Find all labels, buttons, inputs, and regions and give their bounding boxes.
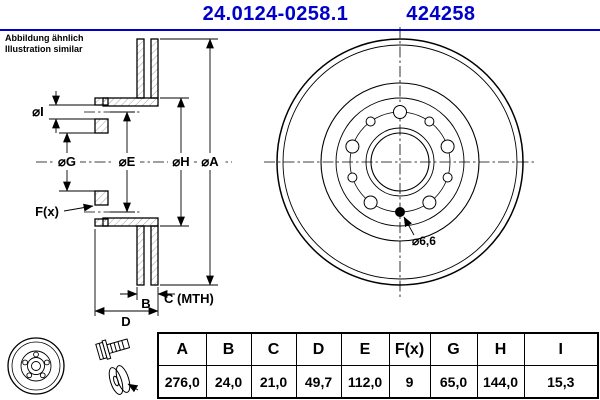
spec-header-h: H: [476, 332, 525, 366]
dim-label-f: F(x): [35, 204, 59, 219]
spec-value-g: 65,0: [429, 365, 478, 399]
dim-label-e: ⌀E: [119, 154, 136, 169]
note-line-en: Illustration similar: [5, 44, 83, 55]
dimension-labels: ⌀G ⌀E ⌀H ⌀A ⌀I F(x) B C (MTH) D: [25, 103, 223, 329]
spec-header-i: I: [523, 332, 599, 366]
header: 24.0124-0258.1 424258: [0, 0, 600, 29]
spec-value-b: 24,0: [205, 365, 252, 399]
reference-number: 424258: [406, 3, 476, 25]
disc-circles: [276, 38, 524, 286]
locating-holes: [347, 116, 453, 217]
spec-header-a: A: [157, 332, 207, 366]
mounting-bolt-icon: [95, 338, 131, 361]
brake-disc-icon: [7, 337, 65, 395]
screw-hole-callout: ⌀6,6: [412, 234, 436, 248]
screw-hole: [395, 207, 405, 217]
spec-value-f: 9: [388, 365, 431, 399]
lug-holes: [345, 105, 455, 210]
screw-hole-leader: [403, 216, 415, 236]
dimension-lines: [49, 38, 218, 316]
dim-label-h: ⌀H: [172, 154, 189, 169]
section-view: [36, 38, 232, 286]
spec-value-c: 21,0: [250, 365, 297, 399]
header-divider: [0, 29, 600, 31]
spec-value-i: 15,3: [523, 365, 599, 399]
spec-header-b: B: [205, 332, 252, 366]
disc-section-body: [94, 38, 159, 286]
front-view: ⌀6,6: [264, 27, 536, 297]
dim-label-b: B: [141, 296, 150, 311]
dim-label-a: ⌀A: [201, 154, 219, 169]
disc-mount-icon: [108, 365, 139, 395]
note-line-de: Abbildung ähnlich: [5, 33, 84, 43]
dim-label-d: D: [121, 314, 130, 329]
spec-header-e: E: [340, 332, 390, 366]
spec-table: A B C D E F(x) G H I 276,0 24,0 21,0 49,…: [157, 332, 599, 399]
spec-header-f: F(x): [388, 332, 431, 366]
spec-header-row: A B C D E F(x) G H I: [157, 332, 599, 366]
spec-value-row: 276,0 24,0 21,0 49,7 112,0 9 65,0 144,0 …: [157, 365, 599, 399]
spec-value-a: 276,0: [157, 365, 207, 399]
dim-label-i: ⌀I: [32, 104, 43, 119]
spec-header-g: G: [429, 332, 478, 366]
spec-value-e: 112,0: [340, 365, 390, 399]
dim-label-g: ⌀G: [58, 154, 76, 169]
spec-header-d: D: [295, 332, 342, 366]
spec-value-h: 144,0: [476, 365, 525, 399]
spec-value-d: 49,7: [295, 365, 342, 399]
part-number: 24.0124-0258.1: [202, 3, 349, 25]
spec-header-c: C: [250, 332, 297, 366]
similarity-note: Abbildung ähnlich Illustration similar: [5, 33, 84, 56]
dim-label-c: C (MTH): [164, 291, 214, 306]
